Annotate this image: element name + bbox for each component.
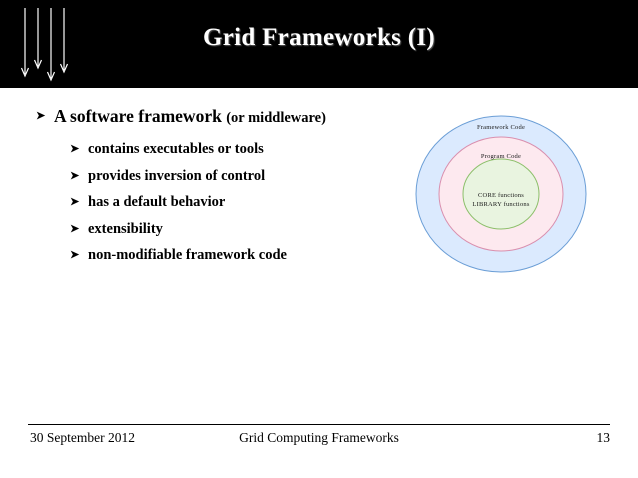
- bullet-level1: ➤ A software framework (or middleware): [34, 104, 424, 130]
- diagram-inner-label-library: LIBRARY functions: [472, 201, 530, 208]
- diagram-svg: [415, 115, 587, 273]
- footer-divider: [28, 424, 610, 425]
- arrow-bullet-icon: ➤: [70, 249, 80, 261]
- bullet-level2: ➤ provides inversion of control: [34, 165, 424, 187]
- arrow-bullet-icon: ➤: [70, 196, 80, 208]
- page-title: Grid Frameworks (I): [202, 24, 436, 51]
- footer-title: Grid Computing Frameworks: [239, 430, 399, 445]
- footer-date: 30 September 2012: [30, 430, 135, 445]
- bullet-level1-label: A software framework: [54, 106, 222, 126]
- bullet-level2-label: extensibility: [88, 220, 163, 237]
- arrow-bullet-icon: ➤: [36, 110, 46, 122]
- bullet-level2-label: provides inversion of control: [88, 167, 266, 184]
- bullet-level2-label: non-modifiable framework code: [88, 247, 287, 263]
- decorative-arrows: [18, 8, 78, 86]
- bullet-level2: ➤ has a default behavior: [34, 191, 424, 213]
- diagram-inner-label-core: CORE functions: [478, 192, 524, 199]
- arrow-bullet-icon: ➤: [70, 143, 80, 155]
- arrow-bullet-icon: ➤: [70, 222, 80, 235]
- diagram-middle-label: Program Code: [480, 153, 522, 160]
- bullet-level2-label: has a default behavior: [88, 194, 226, 210]
- bullet-level2: ➤ extensibility: [34, 218, 424, 240]
- bullet-level2-label: contains executables or tools: [88, 141, 264, 157]
- title-band: [0, 0, 638, 88]
- diagram-outer-label: Framework Code: [476, 124, 526, 131]
- bullet-level2: ➤ non-modifiable framework code: [34, 244, 424, 266]
- arrow-bullet-icon: ➤: [70, 169, 80, 182]
- bullet-level1-suffix: (or middleware): [226, 110, 326, 126]
- framework-concentric-diagram: Framework Code Program Code CORE functio…: [406, 108, 596, 280]
- bullet-level2: ➤ contains executables or tools: [34, 138, 424, 160]
- footer-page-number: 13: [596, 430, 611, 445]
- bullet-list: ➤ A software framework (or middleware) ➤…: [34, 104, 424, 271]
